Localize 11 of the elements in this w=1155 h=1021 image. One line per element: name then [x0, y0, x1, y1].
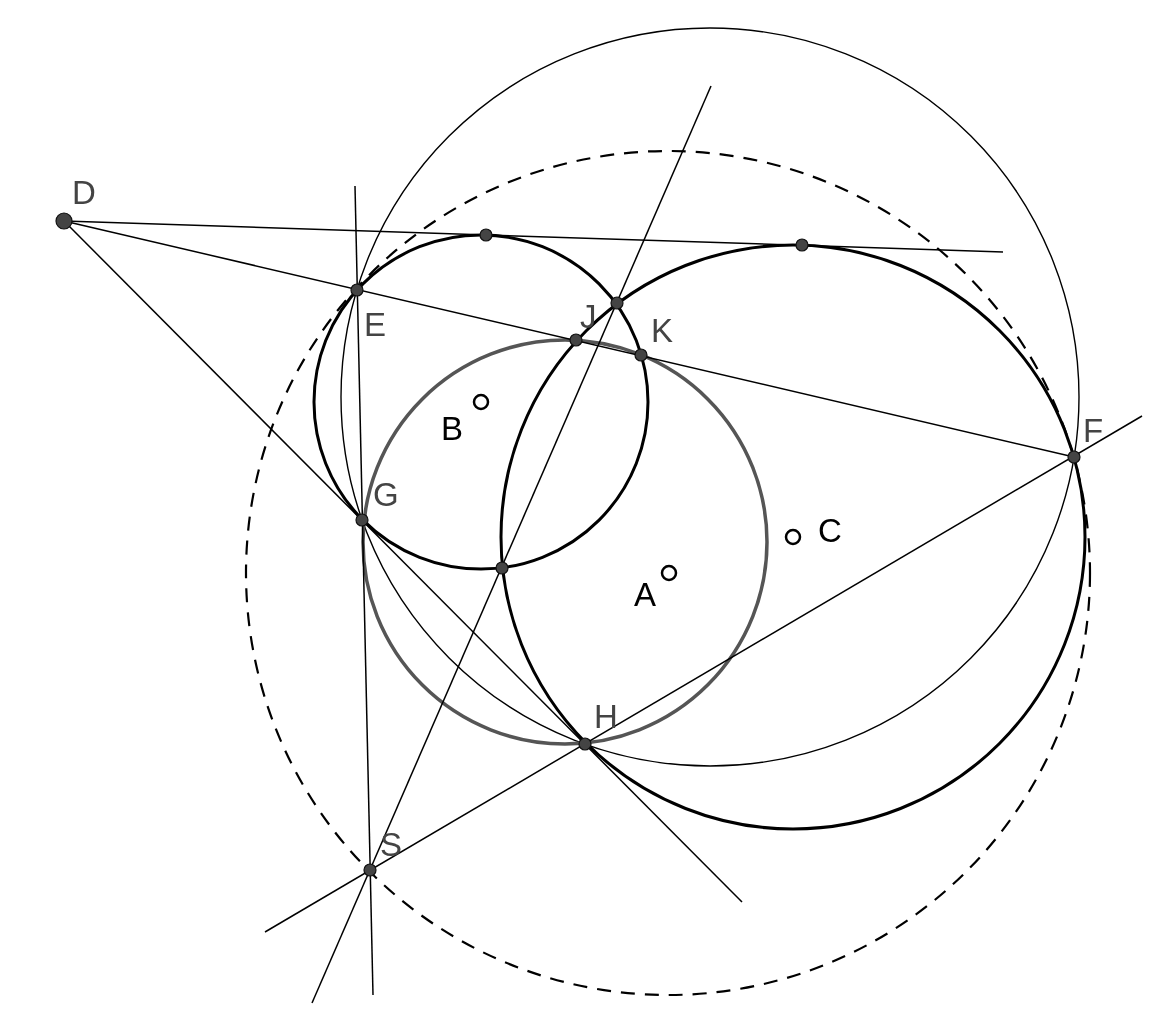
point-label: A — [634, 578, 656, 611]
point-label: G — [373, 478, 399, 511]
point-label: B — [441, 412, 463, 445]
point-label: J — [580, 300, 597, 333]
point-label: E — [364, 308, 386, 341]
point-label: D — [72, 176, 96, 209]
point-label: C — [818, 514, 842, 547]
point-label: S — [380, 828, 402, 861]
point-label: F — [1083, 414, 1104, 447]
point-label: K — [651, 314, 673, 347]
point-label: H — [594, 700, 618, 733]
